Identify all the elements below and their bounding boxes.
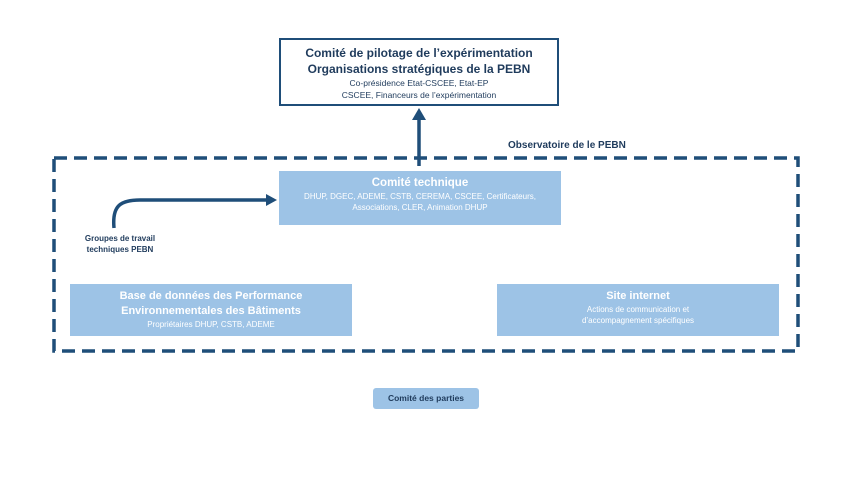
website-line2: d’accompagnement spécifiques (581, 316, 695, 325)
database-title-line2: Environnementales des Bâtiments (121, 305, 301, 317)
steering-committee-box: Comité de pilotage de l’expérimentation … (279, 38, 559, 106)
steering-title: Comité de pilotage de l’expérimentation (305, 46, 533, 60)
steering-subtitle: Organisations stratégiques de la PEBN (307, 62, 531, 76)
website-box: Site internet Actions de communication e… (497, 284, 779, 336)
database-owners: Propriétaires DHUP, CSTB, ADEME (147, 320, 275, 329)
observatoire-label: Observatoire de le PEBN (508, 140, 626, 151)
parties-committee-box: Comité des parties (373, 388, 479, 409)
technical-members-line2: Associations, CLER, Animation DHUP (352, 203, 488, 212)
database-box: Base de données des Performance Environn… (70, 284, 352, 336)
arrowhead-right (266, 194, 277, 206)
database-title-line1: Base de données des Performance (119, 290, 303, 302)
working-groups-line1: Groupes de travail (84, 234, 156, 243)
technical-members-line1: DHUP, DGEC, ADEME, CSTB, CEREMA, CSCEE, … (304, 192, 536, 201)
technical-committee-box: Comité technique DHUP, DGEC, ADEME, CSTB… (279, 171, 561, 225)
steering-members-line1: Co-présidence Etat-CSCEE, Etat-EP (349, 78, 489, 88)
technical-title: Comité technique (371, 177, 469, 189)
website-line1: Actions de communication et (586, 305, 690, 314)
arrowhead-up (412, 108, 426, 120)
working-groups-label: Groupes de travail techniques PEBN (74, 233, 166, 255)
arrow-groups-to-technical (111, 198, 268, 229)
steering-members-line2: CSCEE, Financeurs de l’expérimentation (341, 90, 497, 100)
working-groups-line2: techniques PEBN (86, 245, 154, 254)
website-title: Site internet (606, 290, 670, 302)
observatoire-dashed-frame (52, 156, 800, 353)
